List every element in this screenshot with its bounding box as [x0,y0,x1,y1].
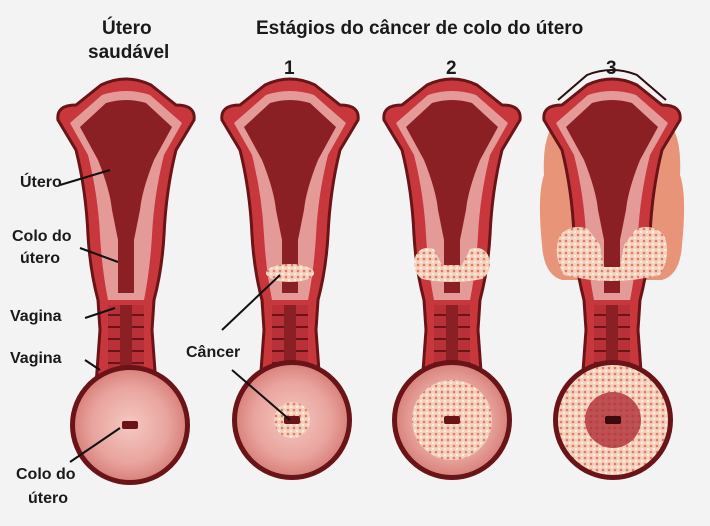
label-utero: Útero [20,174,62,191]
leader-colo-bottom [69,427,121,463]
leader-cancer-disc [231,369,291,421]
leader-colo-do-utero [79,247,119,263]
stage-number-3: 3 [606,58,617,79]
uterus-healthy [56,77,196,387]
label-colo-bottom-line1: Colo do [16,466,76,483]
leader-vagina-side [84,307,116,319]
uterus-stage-3 [539,69,685,387]
label-vagina-side: Vagina [10,308,62,325]
healthy-title-line2: saudável [88,42,170,63]
cervix-disc-stage-1 [232,360,352,480]
uterus-stage-2 [382,77,522,387]
label-colo-line2: útero [20,250,60,267]
uterus-stage-1 [220,77,360,387]
label-colo-bottom-line2: útero [28,490,68,507]
label-colo-line1: Colo do [12,228,72,245]
cancer-cluster-stage-1 [266,264,314,282]
label-cancer: Câncer [186,344,241,361]
stage-number-2: 2 [446,58,457,79]
cervix-disc-stage-3 [553,360,673,480]
leader-cancer-stage-1 [221,274,281,331]
healthy-title-line1: Útero [102,18,152,39]
leader-utero [59,169,111,186]
stages-title: Estágios do câncer de colo do útero [256,18,584,39]
cervix-disc-stage-2 [392,360,512,480]
label-vagina-bottom: Vagina [10,350,62,367]
cancer-cluster-stage-2 [414,247,490,282]
cancer-cluster-stage-3 [556,227,668,281]
stage-number-1: 1 [284,58,295,79]
leader-vagina-bottom [84,359,101,371]
cervix-disc-healthy [70,365,190,485]
